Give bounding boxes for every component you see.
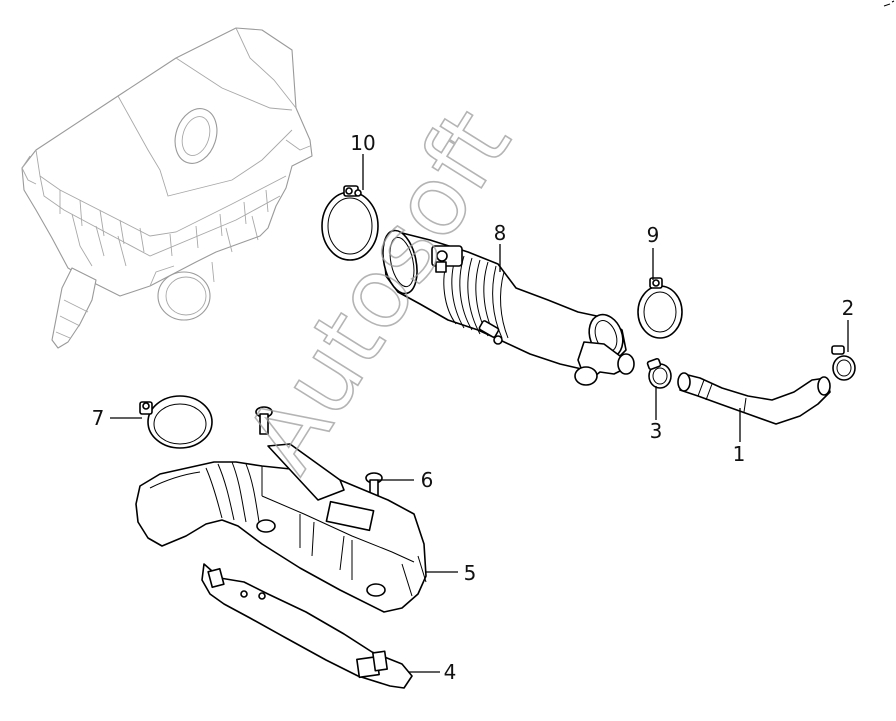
callout-2: 2 [842,296,855,320]
callout-5: 5 [464,561,477,585]
callout-labels: 10 8 9 2 3 1 7 6 5 4 [92,131,855,684]
leader-lines [110,154,849,673]
callout-3: 3 [650,419,663,443]
band-clamp-part-7 [139,395,213,449]
callout-8: 8 [494,221,507,245]
resonator-duct-part-5 [135,443,427,613]
bracket-part-4 [201,563,413,689]
hose-part-1 [677,372,831,425]
hose-clamp-part-2 [831,345,856,381]
intake-duct-part-8 [382,229,635,386]
bolt-loose [255,406,273,435]
hose-clamp-part-9 [637,277,683,339]
callout-4: 4 [444,660,457,684]
callout-1: 1 [733,442,746,466]
callout-10: 10 [350,131,375,155]
corner-mark [883,0,895,7]
callout-6: 6 [421,468,434,492]
callout-7: 7 [92,406,105,430]
band-clamp-part-10 [321,185,379,261]
hose-clamp-part-3 [646,357,672,389]
callout-9: 9 [647,223,660,247]
air-filter-housing-ghost [21,27,313,349]
